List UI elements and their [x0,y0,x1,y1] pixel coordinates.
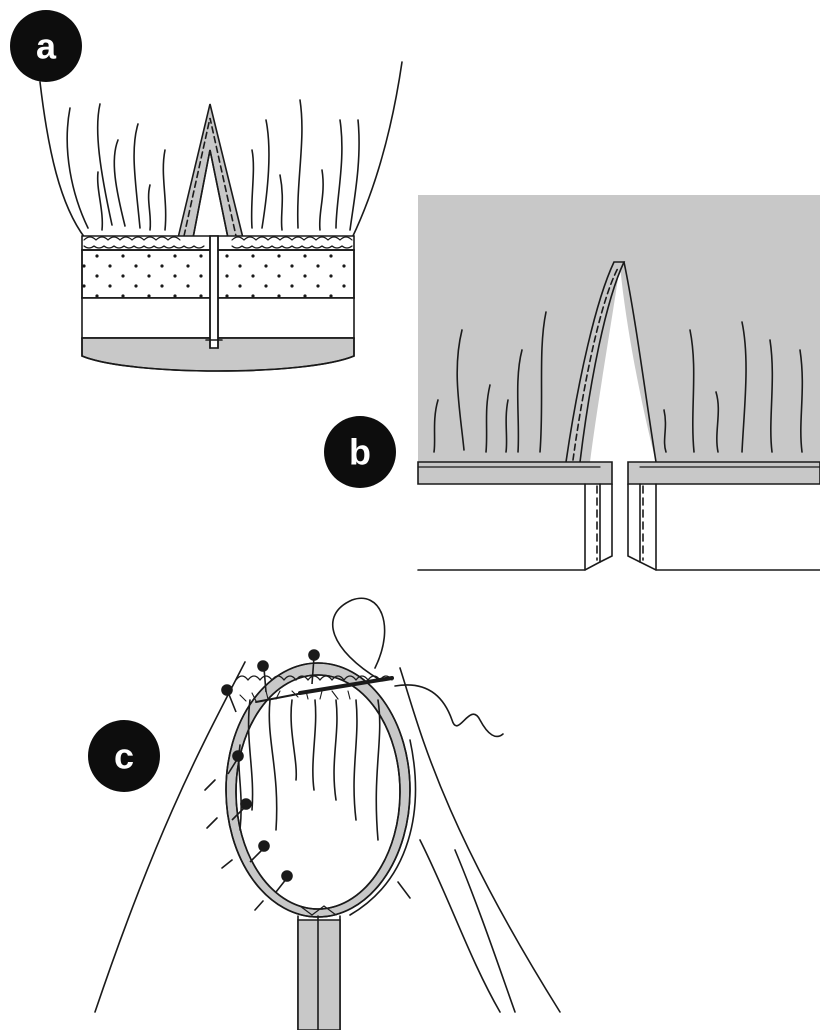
badge-b-label: b [349,432,371,473]
badge-b: b [324,416,396,488]
panel-a-illustration [40,62,402,371]
panel-b-illustration [418,195,820,570]
badge-c-label: c [114,736,134,777]
badge-a: a [10,10,82,82]
badge-a-label: a [36,26,57,67]
badge-c: c [88,720,160,792]
panel-c-illustration [95,598,560,1030]
